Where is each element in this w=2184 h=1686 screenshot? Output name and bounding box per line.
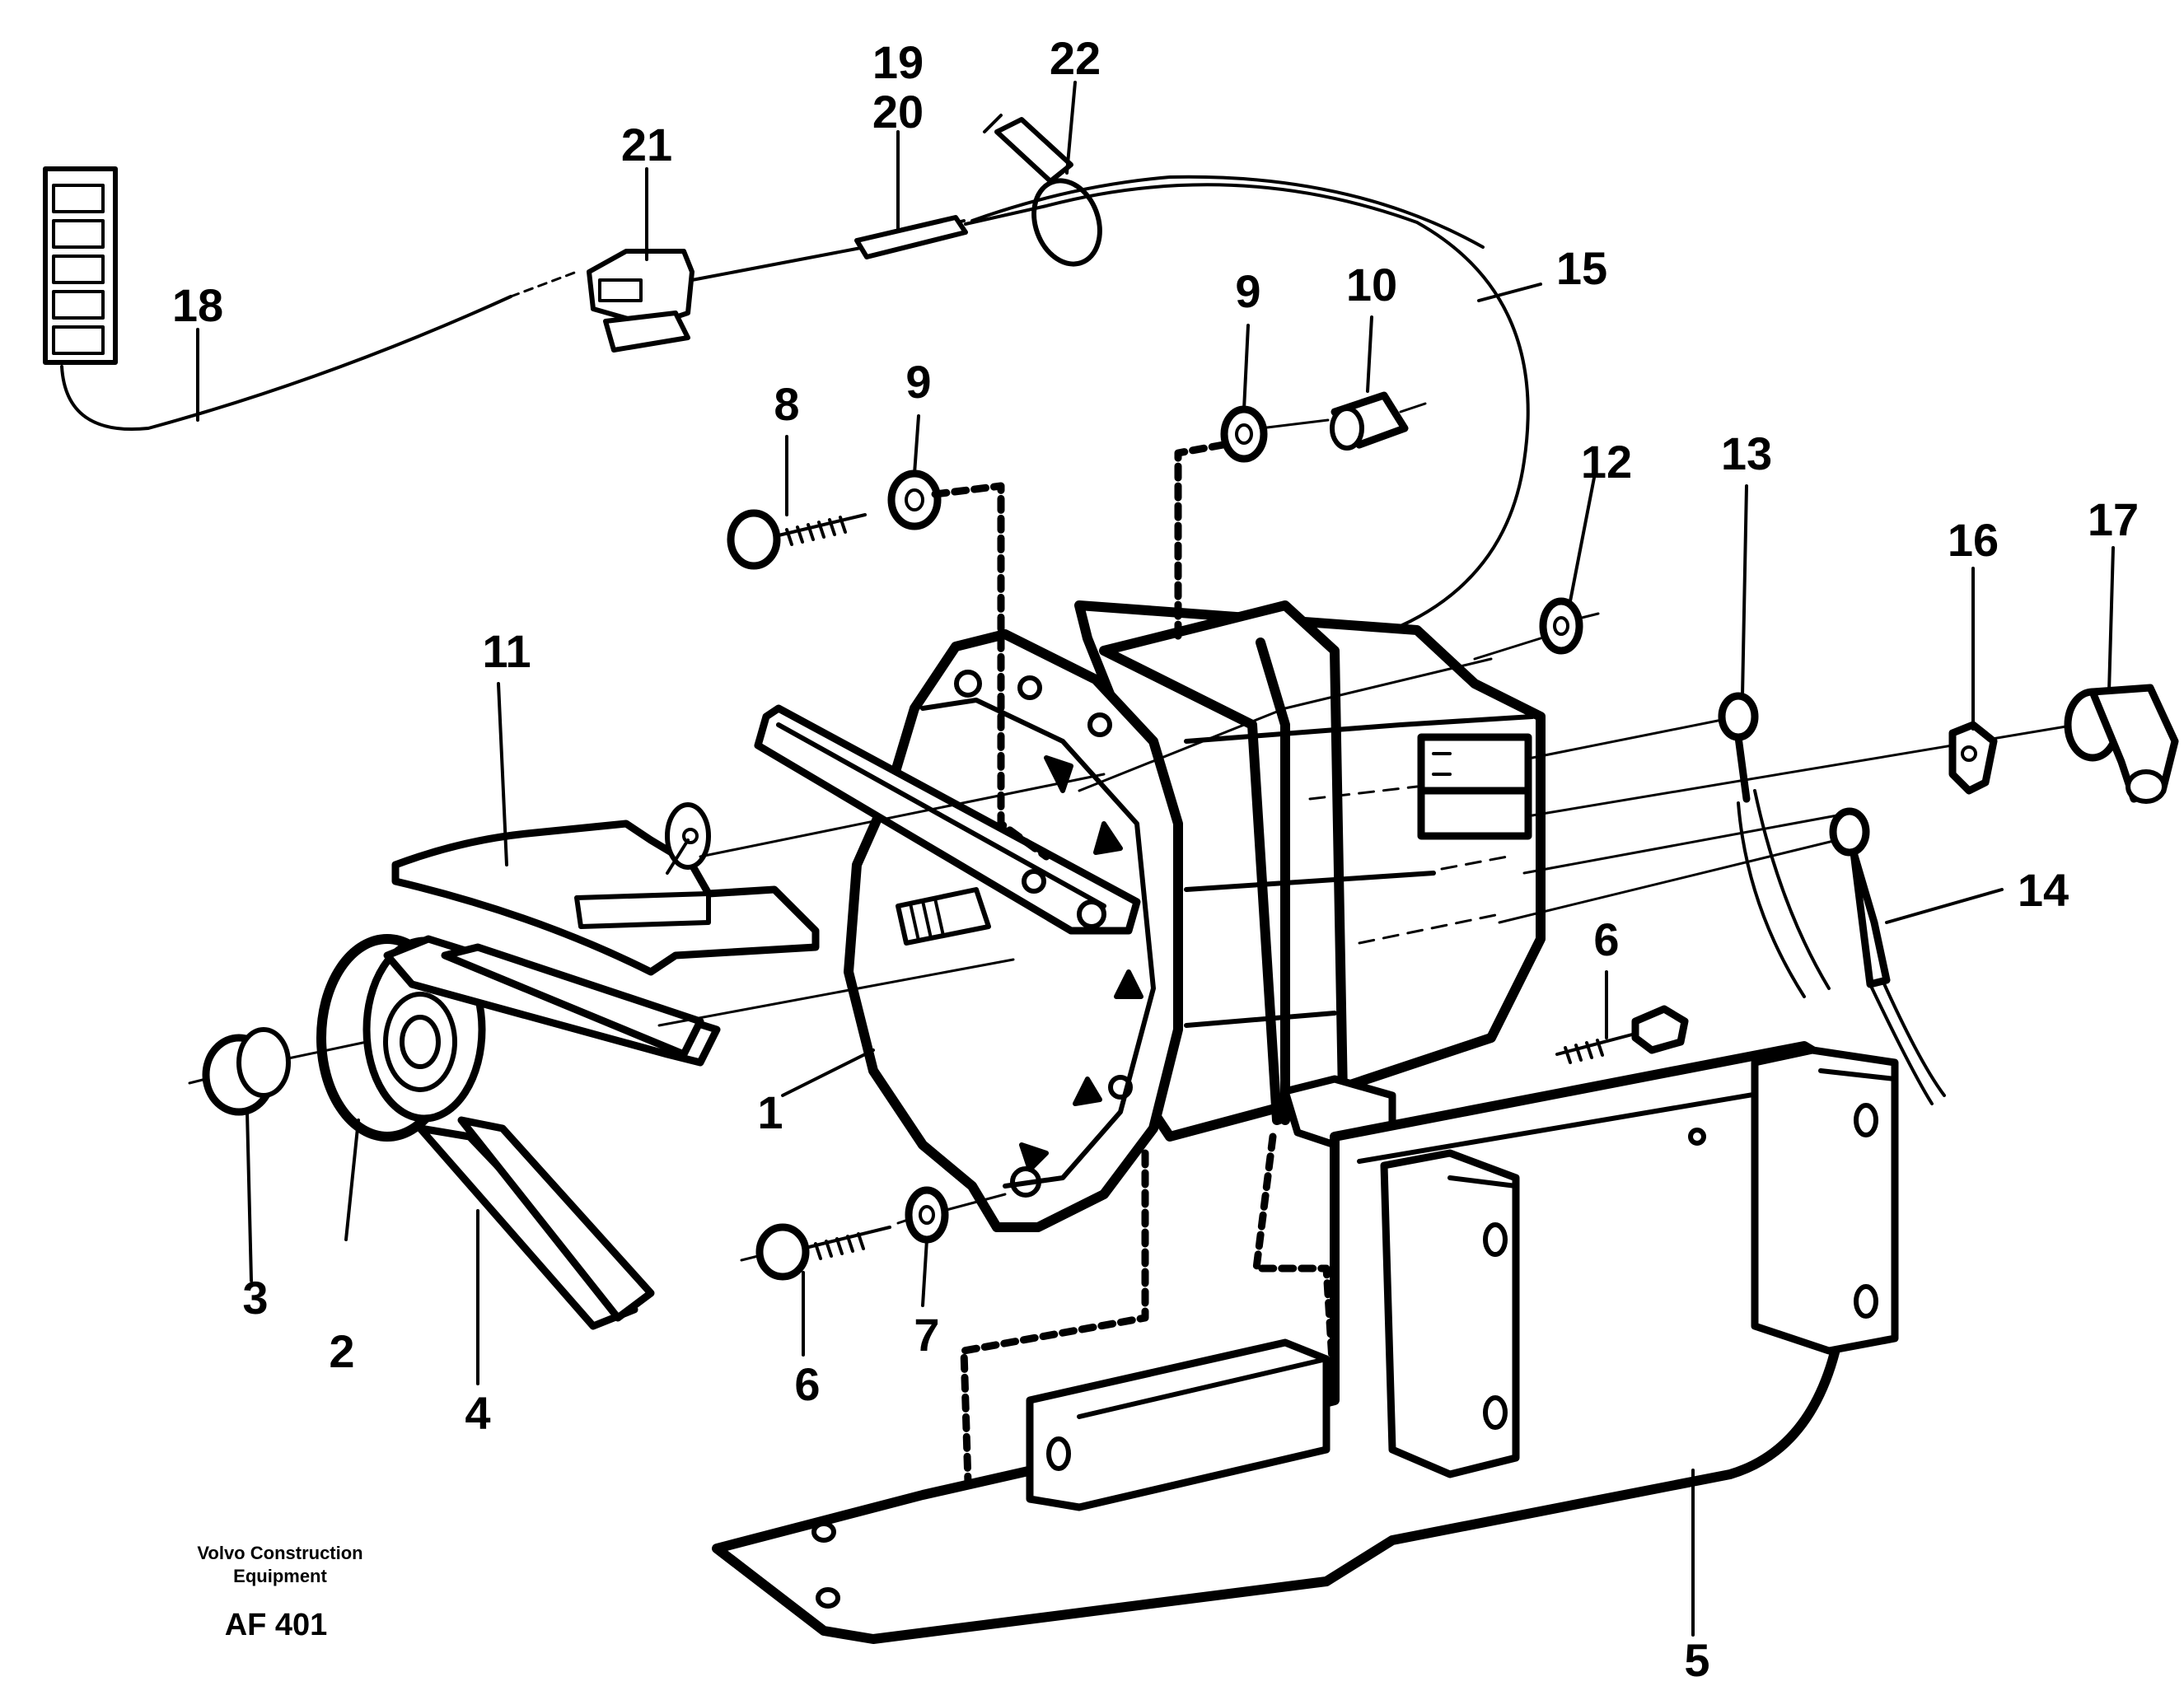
callout-14: 14 bbox=[2018, 864, 2069, 916]
cover-part-17 bbox=[2064, 684, 2179, 804]
callout-22: 22 bbox=[1050, 32, 1101, 84]
connector-block-part-18 bbox=[43, 166, 578, 431]
bolt-part-6a bbox=[740, 1223, 891, 1281]
callout-9-right: 9 bbox=[1235, 265, 1260, 317]
callout-10: 10 bbox=[1346, 259, 1397, 311]
brand-line-1: Volvo Construction bbox=[197, 1543, 362, 1563]
callout-labels: 1 2 3 4 5 6 6 7 8 9 9 10 11 12 13 14 15 … bbox=[172, 32, 2139, 1686]
heat-shield-part-11 bbox=[391, 802, 820, 976]
callout-13: 13 bbox=[1721, 427, 1772, 479]
callout-7: 7 bbox=[914, 1309, 939, 1361]
callout-4: 4 bbox=[465, 1387, 490, 1439]
callout-19: 19 bbox=[872, 36, 924, 88]
earth-cable-part-14 bbox=[1829, 807, 1946, 1105]
adjusting-bracket bbox=[754, 704, 1141, 935]
callout-21: 21 bbox=[621, 119, 672, 170]
callout-3: 3 bbox=[242, 1272, 268, 1324]
callout-11: 11 bbox=[482, 625, 531, 677]
figure-code: AF 401 bbox=[225, 1608, 328, 1642]
alternator-part-1 bbox=[844, 600, 1546, 1232]
figure-footer: Volvo Construction Equipment AF 401 bbox=[197, 1543, 362, 1642]
callout-9-left: 9 bbox=[905, 356, 931, 408]
sensor-cable-part-15 bbox=[854, 175, 1530, 628]
washer-part-9b bbox=[1220, 405, 1268, 463]
bolt-part-8 bbox=[727, 509, 867, 570]
callout-6-lower: 6 bbox=[794, 1358, 820, 1410]
plug-part-21 bbox=[587, 245, 867, 353]
callout-20: 20 bbox=[872, 86, 924, 138]
callout-16: 16 bbox=[1948, 514, 1999, 566]
brand-line-2: Equipment bbox=[233, 1566, 327, 1586]
mounting-bracket-part-5 bbox=[712, 1041, 1899, 1644]
callout-8: 8 bbox=[774, 378, 799, 430]
washer-part-9a bbox=[887, 469, 942, 530]
leader-lines bbox=[196, 81, 2115, 1637]
pulley-part-2 bbox=[316, 934, 486, 1142]
assembly-paths bbox=[657, 441, 2078, 1487]
callout-15: 15 bbox=[1556, 242, 1607, 294]
v-belt-part-4 bbox=[383, 935, 721, 1330]
nut-part-16 bbox=[1948, 721, 1998, 795]
callout-5: 5 bbox=[1684, 1634, 1709, 1686]
callout-1: 1 bbox=[757, 1086, 783, 1138]
sleeve-part-10 bbox=[1259, 391, 1427, 451]
bolt-part-6b bbox=[1555, 1005, 1689, 1064]
callout-2: 2 bbox=[329, 1325, 354, 1377]
washer-part-12 bbox=[1473, 597, 1600, 661]
spacer-part-3 bbox=[188, 1027, 368, 1116]
callout-17: 17 bbox=[2088, 493, 2139, 545]
callout-18: 18 bbox=[172, 279, 223, 331]
cable-clamp-part-22 bbox=[983, 114, 1102, 267]
callout-6-right: 6 bbox=[1593, 913, 1619, 965]
callout-12: 12 bbox=[1581, 436, 1632, 488]
cable-terminal-part-13 bbox=[1718, 692, 1831, 998]
